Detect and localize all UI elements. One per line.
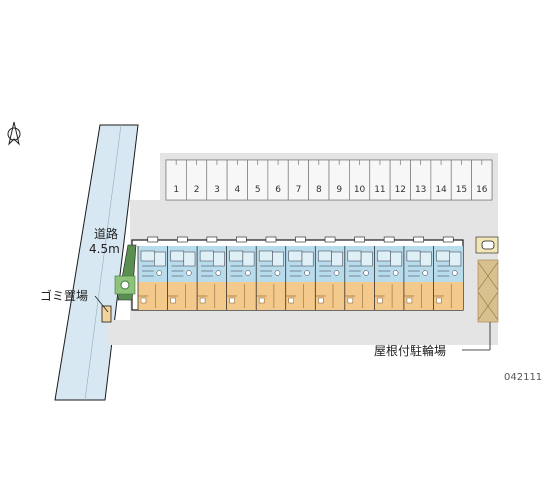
apartment-unit: [403, 236, 432, 310]
bicycle-parking-area: [477, 259, 499, 323]
parking-space: 9: [328, 159, 350, 201]
road-width-label: 4.5m: [89, 242, 120, 256]
apartment-unit: [433, 236, 462, 310]
symbol-icon: [481, 240, 495, 250]
parking-space-number: 7: [296, 185, 302, 195]
north-arrow-icon: [7, 121, 21, 146]
parking-space: 8: [308, 159, 330, 201]
parking-space: 1: [165, 159, 187, 201]
parking-space-number: 11: [374, 185, 385, 195]
apartment-unit: [314, 236, 344, 310]
apartment-unit: [196, 236, 225, 310]
parking-space-number: 3: [214, 185, 220, 195]
garbage-label: ゴミ置場: [40, 289, 89, 303]
parking-space-number: 1: [173, 185, 179, 195]
parking-space-number: 16: [476, 185, 488, 195]
garbage-area: [101, 305, 112, 323]
bicycle-parking-label: 屋根付駐輪場: [374, 344, 447, 358]
apartment-unit: [167, 236, 196, 310]
parking-space-number: 2: [194, 185, 200, 195]
parking-space-number: 14: [435, 185, 447, 195]
parking-space-number: 12: [395, 185, 406, 195]
parking-space: 16: [471, 159, 493, 201]
apartment-unit: [137, 236, 166, 310]
parking-space: 14: [430, 159, 452, 201]
parking-space: 15: [450, 159, 472, 201]
parking-space-number: 9: [336, 185, 342, 195]
parking-space: 5: [247, 159, 269, 201]
parking-space: 4: [226, 159, 248, 201]
parking-space: 12: [389, 159, 411, 201]
parking-space-number: 15: [456, 185, 467, 195]
parking-space-number: 13: [415, 185, 426, 195]
parking-space: 7: [287, 159, 309, 201]
parking-space: 11: [369, 159, 391, 201]
road: [54, 124, 139, 401]
garbage-leader: [94, 295, 109, 313]
parking-space-number: 4: [234, 185, 240, 195]
parking-space: 2: [186, 159, 208, 201]
parking-space-number: 10: [354, 185, 366, 195]
road-name-label: 道路: [94, 227, 119, 241]
parking-space: 6: [267, 159, 289, 201]
apartment-unit: [226, 236, 255, 310]
parking-space-number: 6: [275, 185, 281, 195]
bicycle-parking-hatch: [477, 261, 499, 321]
parking-space: 13: [410, 159, 432, 201]
apartment-unit: [344, 236, 373, 310]
apartment-unit: [255, 236, 284, 310]
parking-space: 10: [349, 159, 371, 201]
drawing-code: 042111: [504, 372, 543, 383]
road-side-strip: [108, 320, 498, 345]
apartment-unit: [285, 236, 314, 310]
parking-space-number: 5: [255, 185, 261, 195]
road-inner-line: [84, 124, 122, 401]
parking-space: 3: [206, 159, 228, 201]
building-units: [137, 236, 462, 310]
apartment-unit: [374, 236, 403, 310]
parking-space-number: 8: [316, 185, 322, 195]
garden-shrub: [120, 280, 130, 290]
